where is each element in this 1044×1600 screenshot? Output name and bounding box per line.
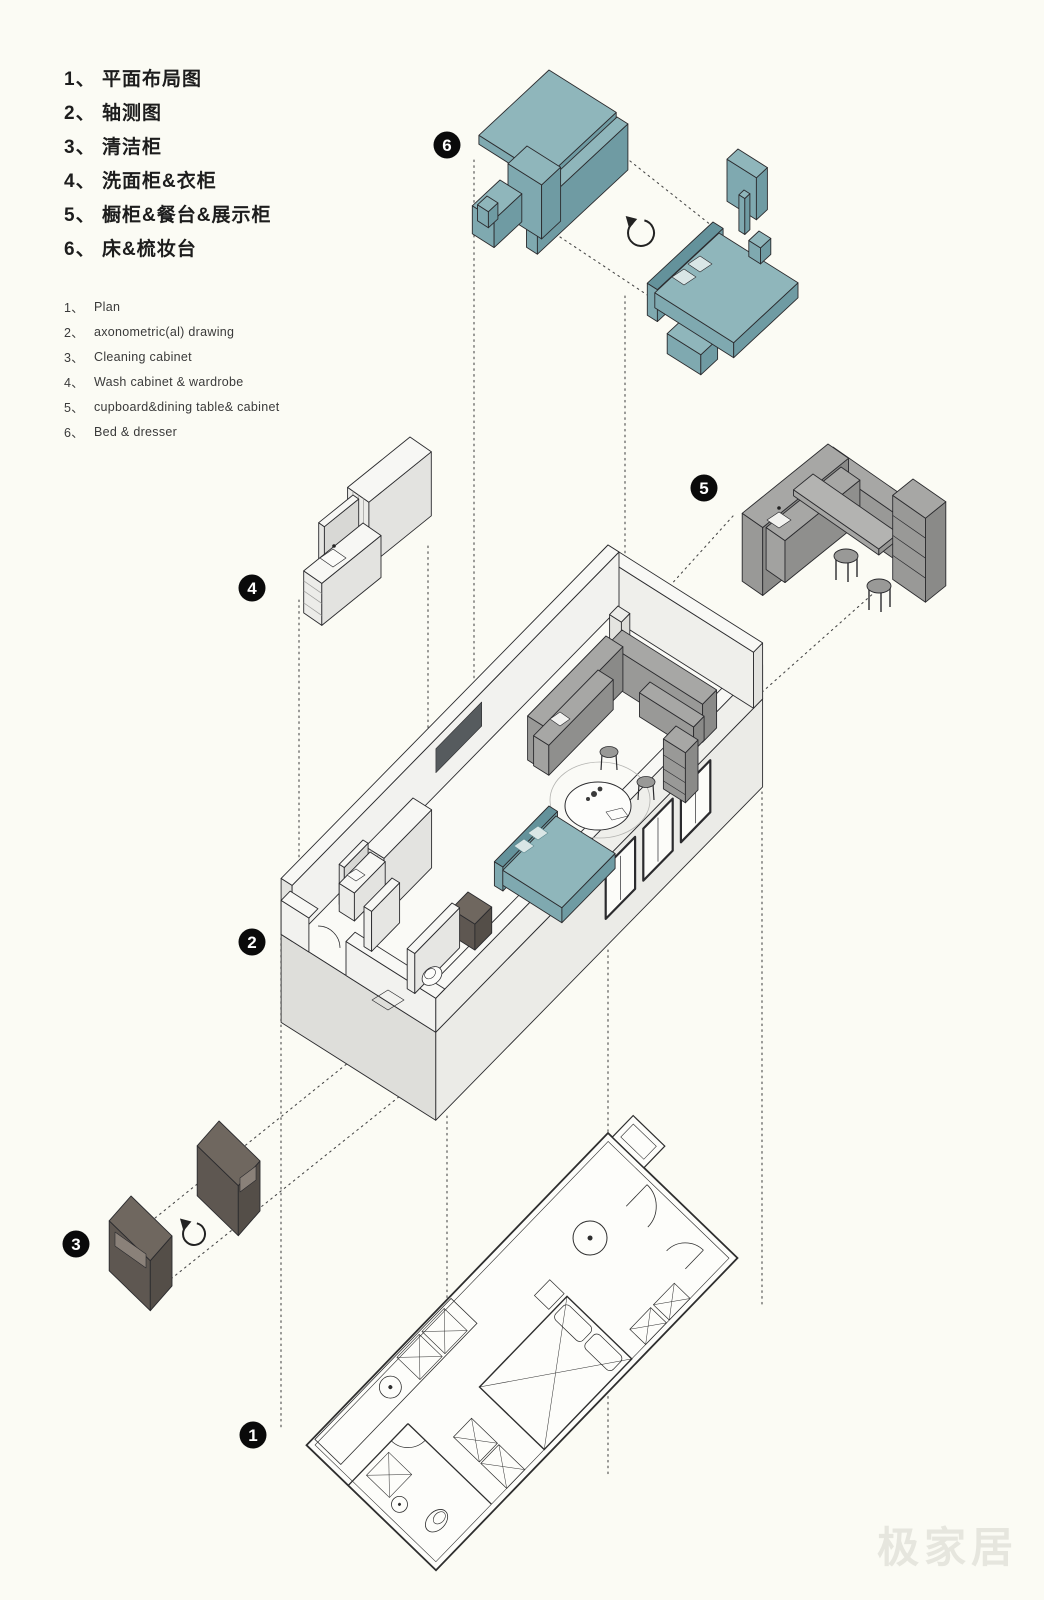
badge-1: 1 [239, 1421, 267, 1449]
legend-en-label-3: Cleaning cabinet [94, 349, 192, 364]
legend-english: 1、 Plan 2、 axonometric(al) drawing 3、 Clean… [64, 294, 280, 444]
legend-en-label-4: Wash cabinet & wardrobe [94, 374, 244, 389]
legend-en-item-4: 4、 Wash cabinet & wardrobe [64, 369, 280, 394]
item-number-badges: 6 5 4 2 3 1 [62, 131, 718, 1449]
legend-en-item-2: 2、 axonometric(al) drawing [64, 319, 280, 344]
legend-cn-num-2: 2、 [64, 102, 96, 124]
legend-cn-label-1: 平面布局图 [102, 68, 203, 90]
badge-4: 4 [238, 574, 266, 602]
legend-cn-num-4: 4、 [64, 170, 96, 192]
svg-text:3: 3 [71, 1235, 80, 1254]
legend-cn-label-5: 橱柜&餐台&展示柜 [102, 204, 272, 226]
legend-cn-num-3: 3、 [64, 136, 96, 158]
cleaning-cabinet-views [108, 1120, 261, 1312]
bed-dresser-view-1 [471, 69, 629, 255]
badge-5: 5 [690, 474, 718, 502]
badge-6: 6 [433, 131, 461, 159]
legend-en-num-4: 4、 [64, 376, 85, 390]
legend-en-num-2: 2、 [64, 326, 85, 340]
badge-2: 2 [238, 928, 266, 956]
legend-cn-item-3: 3、清洁柜 [64, 128, 271, 162]
legend-cn-num-6: 6、 [64, 238, 96, 260]
legend-en-item-6: 6、 Bed & dresser [64, 419, 280, 444]
watermark-text: 极家居 [876, 1524, 1018, 1571]
legend-en-label-5: cupboard&dining table& cabinet [94, 399, 280, 414]
legend-chinese: 1、平面布局图 2、轴测图 3、清洁柜 4、洗面柜&衣柜 5、橱柜&餐台&展示柜… [64, 60, 271, 264]
floor-plan [305, 1114, 739, 1572]
svg-text:2: 2 [247, 933, 256, 952]
rotation-arrow-icon-cabinet [179, 1218, 206, 1246]
svg-text:1: 1 [248, 1426, 257, 1445]
svg-text:4: 4 [247, 579, 257, 598]
legend-cn-label-4: 洗面柜&衣柜 [102, 170, 217, 192]
legend-cn-label-3: 清洁柜 [102, 136, 163, 158]
legend-cn-item-2: 2、轴测图 [64, 94, 271, 128]
legend-cn-item-6: 6、床&梳妆台 [64, 230, 271, 264]
legend-en-item-3: 3、 Cleaning cabinet [64, 344, 280, 369]
legend-en-label-1: Plan [94, 299, 121, 314]
legend-en-num-1: 1、 [64, 301, 85, 315]
svg-text:5: 5 [699, 479, 708, 498]
legend-en-label-6: Bed & dresser [94, 424, 178, 439]
legend-cn-item-4: 4、洗面柜&衣柜 [64, 162, 271, 196]
svg-text:6: 6 [442, 136, 451, 155]
legend-cn-item-1: 1、平面布局图 [64, 60, 271, 94]
legend-en-label-2: axonometric(al) drawing [94, 324, 235, 339]
legend-cn-num-5: 5、 [64, 204, 96, 226]
legend-en-item-5: 5、 cupboard&dining table& cabinet [64, 394, 280, 419]
legend-en-num-6: 6、 [64, 426, 85, 440]
axonometric-room [280, 544, 764, 1121]
legend-cn-label-6: 床&梳妆台 [102, 238, 197, 260]
legend-cn-label-2: 轴测图 [102, 102, 163, 124]
legend-cn-item-5: 5、橱柜&餐台&展示柜 [64, 196, 271, 230]
legend-en-num-3: 3、 [64, 351, 85, 365]
legend-cn-num-1: 1、 [64, 68, 96, 90]
bed-dresser-view-2 [646, 148, 799, 376]
rotation-arrow-icon-bed [625, 215, 656, 247]
badge-3: 3 [62, 1230, 90, 1258]
wash-cabinet-wardrobe-unit [303, 436, 432, 626]
cupboard-dining-display-unit [741, 443, 947, 612]
legend-en-num-5: 5、 [64, 401, 85, 415]
legend-en-item-1: 1、 Plan [64, 294, 280, 319]
